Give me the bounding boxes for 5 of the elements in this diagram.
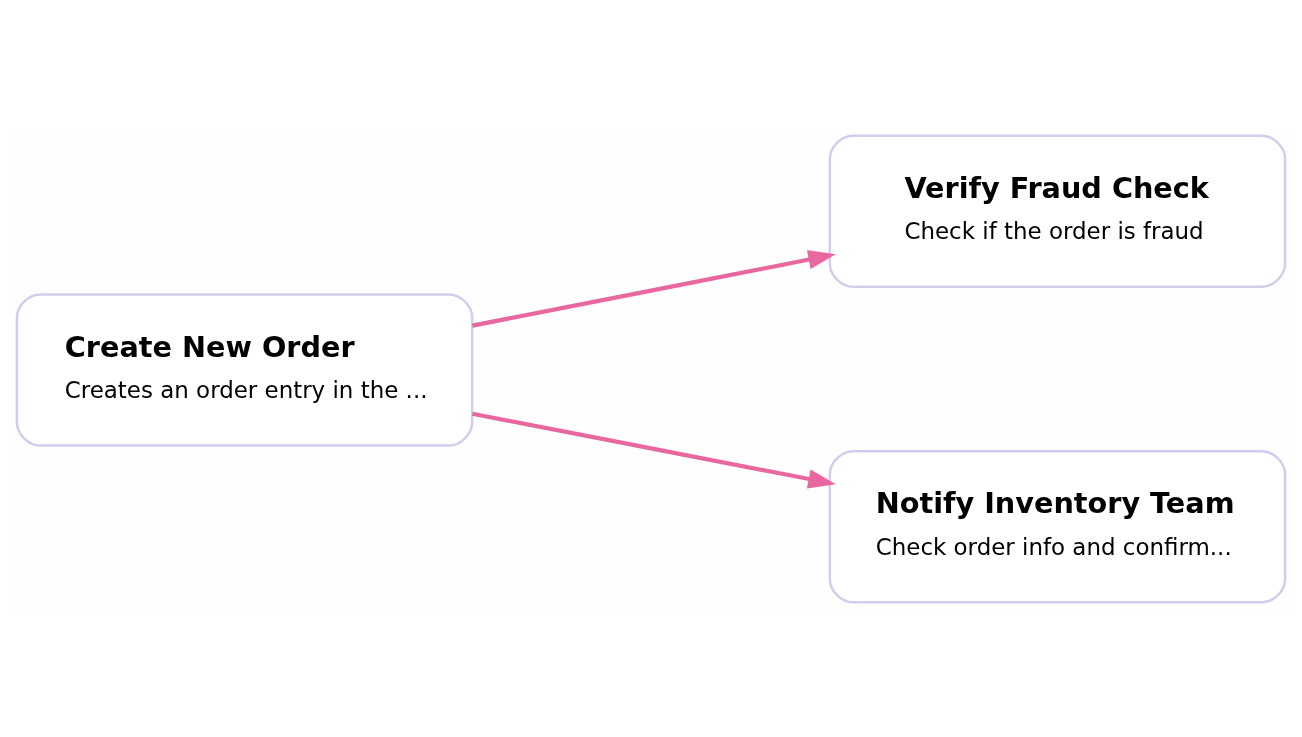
arrow [471,411,836,488]
node-box: Verify Fraud Check Check if the order is fraud [828,133,1287,288]
node-box: Create New Order Creates an order entry in the ... [15,292,474,447]
node-box: Notify Inventory Team Check order info and confirm... [828,449,1287,604]
arrow [471,249,836,328]
